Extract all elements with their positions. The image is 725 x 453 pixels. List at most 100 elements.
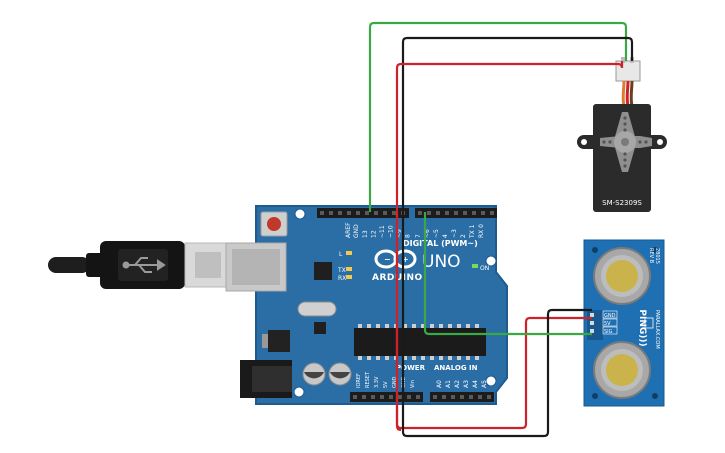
servo-motor: SM-S2309S	[577, 57, 667, 212]
power-pin-label: 3.3V	[374, 376, 380, 388]
header-pin-hole[interactable]	[371, 395, 375, 399]
digital-pin-label: TX 1	[469, 224, 476, 239]
analog-pin-label: A2	[454, 380, 461, 388]
header-pin-hole[interactable]	[329, 211, 333, 215]
chip-pin	[457, 324, 461, 328]
chip-pin	[475, 324, 479, 328]
sensor-pin[interactable]	[590, 313, 594, 317]
header-pin-hole[interactable]	[416, 395, 420, 399]
transducer-bottom	[593, 341, 651, 399]
header-pin-hole[interactable]	[433, 395, 437, 399]
header-pin-hole[interactable]	[389, 395, 393, 399]
analog-pin-label: A3	[463, 380, 470, 388]
digital-pin-label: ~5	[433, 229, 440, 238]
mounting-hole	[294, 208, 306, 220]
chip-pin	[385, 356, 389, 360]
chip-pin	[385, 324, 389, 328]
digital-header-title: DIGITAL (PWM~)	[403, 239, 478, 248]
led-rx	[346, 275, 352, 279]
chip-pin	[466, 356, 470, 360]
sensor-pin[interactable]	[590, 321, 594, 325]
chip-pin	[457, 356, 461, 360]
header-pin-hole[interactable]	[478, 395, 482, 399]
reset-button-cap[interactable]	[267, 217, 281, 231]
voltage-regulator	[268, 330, 290, 352]
header-pin-hole[interactable]	[487, 395, 491, 399]
digital-pin-label: 7	[415, 234, 422, 238]
sensor-pin[interactable]	[590, 329, 594, 333]
header-pin-hole[interactable]	[490, 211, 494, 215]
usb-cable-strain-relief	[48, 257, 90, 273]
analog-pin-label: A5	[481, 380, 488, 388]
header-pin-hole[interactable]	[398, 395, 402, 399]
header-pin-hole[interactable]	[436, 211, 440, 215]
digital-pin-label: RX 0	[478, 224, 485, 238]
digital-pin-label: 13	[362, 230, 369, 238]
header-pin-hole[interactable]	[407, 395, 411, 399]
pin-label-aref: AREF	[345, 222, 352, 238]
board-model-text: UNO	[422, 252, 461, 272]
header-pin-hole[interactable]	[383, 211, 387, 215]
digital-pin-label: ~9	[396, 229, 403, 238]
capacitor	[302, 362, 326, 386]
wire-sensor-gnd-black	[401, 308, 592, 438]
wire-servo-power-red	[395, 61, 624, 396]
header-pin-hole[interactable]	[454, 211, 458, 215]
sensor-pin-label: SIG	[604, 329, 613, 335]
mounting-hole	[485, 375, 497, 387]
header-pin-hole[interactable]	[392, 211, 396, 215]
chip-pin	[421, 324, 425, 328]
chip-pin	[358, 324, 362, 328]
sensor-label: PING)))	[637, 309, 647, 346]
header-pin-hole[interactable]	[338, 211, 342, 215]
header-pin-hole[interactable]	[451, 395, 455, 399]
header-pin-hole[interactable]	[472, 211, 476, 215]
header-pin-hole[interactable]	[427, 211, 431, 215]
svg-text:−: −	[384, 255, 391, 264]
usb-icon	[122, 257, 166, 273]
digital-pin-label: ~3	[451, 229, 458, 238]
header-pin-hole[interactable]	[380, 395, 384, 399]
header-pin-hole[interactable]	[347, 211, 351, 215]
header-pin-hole[interactable]	[320, 211, 324, 215]
sensor-pin-block	[587, 310, 603, 340]
mounting-hole	[485, 255, 497, 267]
crystal-oscillator	[297, 301, 337, 317]
chip-pin	[466, 324, 470, 328]
digital-header-left	[317, 208, 409, 218]
analog-pin-label: A4	[472, 380, 479, 388]
led-on-label: ON	[480, 265, 489, 272]
header-pin-hole[interactable]	[445, 211, 449, 215]
header-pin-hole[interactable]	[469, 395, 473, 399]
atmega-chip	[354, 328, 486, 356]
transducer-top	[593, 247, 651, 305]
header-pin-hole[interactable]	[418, 211, 422, 215]
led-on	[472, 264, 478, 268]
chip-pin	[475, 356, 479, 360]
header-pin-hole[interactable]	[353, 395, 357, 399]
header-pin-hole[interactable]	[481, 211, 485, 215]
header-pin-hole[interactable]	[442, 395, 446, 399]
led-rx-label: RX	[338, 275, 346, 282]
chip-pin	[421, 356, 425, 360]
header-pin-hole[interactable]	[362, 395, 366, 399]
wires	[368, 21, 634, 438]
sensor-model-code: 28015	[654, 248, 660, 264]
chip-pin	[403, 356, 407, 360]
header-pin-hole[interactable]	[374, 211, 378, 215]
chip-pin	[439, 356, 443, 360]
led-tx-label: TX	[337, 267, 346, 274]
header-pin-hole[interactable]	[463, 211, 467, 215]
chip-pin	[412, 356, 416, 360]
power-pin-label: GND	[392, 376, 398, 388]
power-pin-label: IOREF	[356, 373, 362, 388]
wire-servo-signal-green	[368, 21, 628, 212]
header-pin-hole[interactable]	[460, 395, 464, 399]
chip-pin	[403, 324, 407, 328]
wire-servo-gnd-black	[401, 36, 634, 212]
header-pin-hole[interactable]	[356, 211, 360, 215]
header-pin-hole[interactable]	[365, 211, 369, 215]
power-header	[350, 392, 423, 402]
chip-pin	[376, 356, 380, 360]
